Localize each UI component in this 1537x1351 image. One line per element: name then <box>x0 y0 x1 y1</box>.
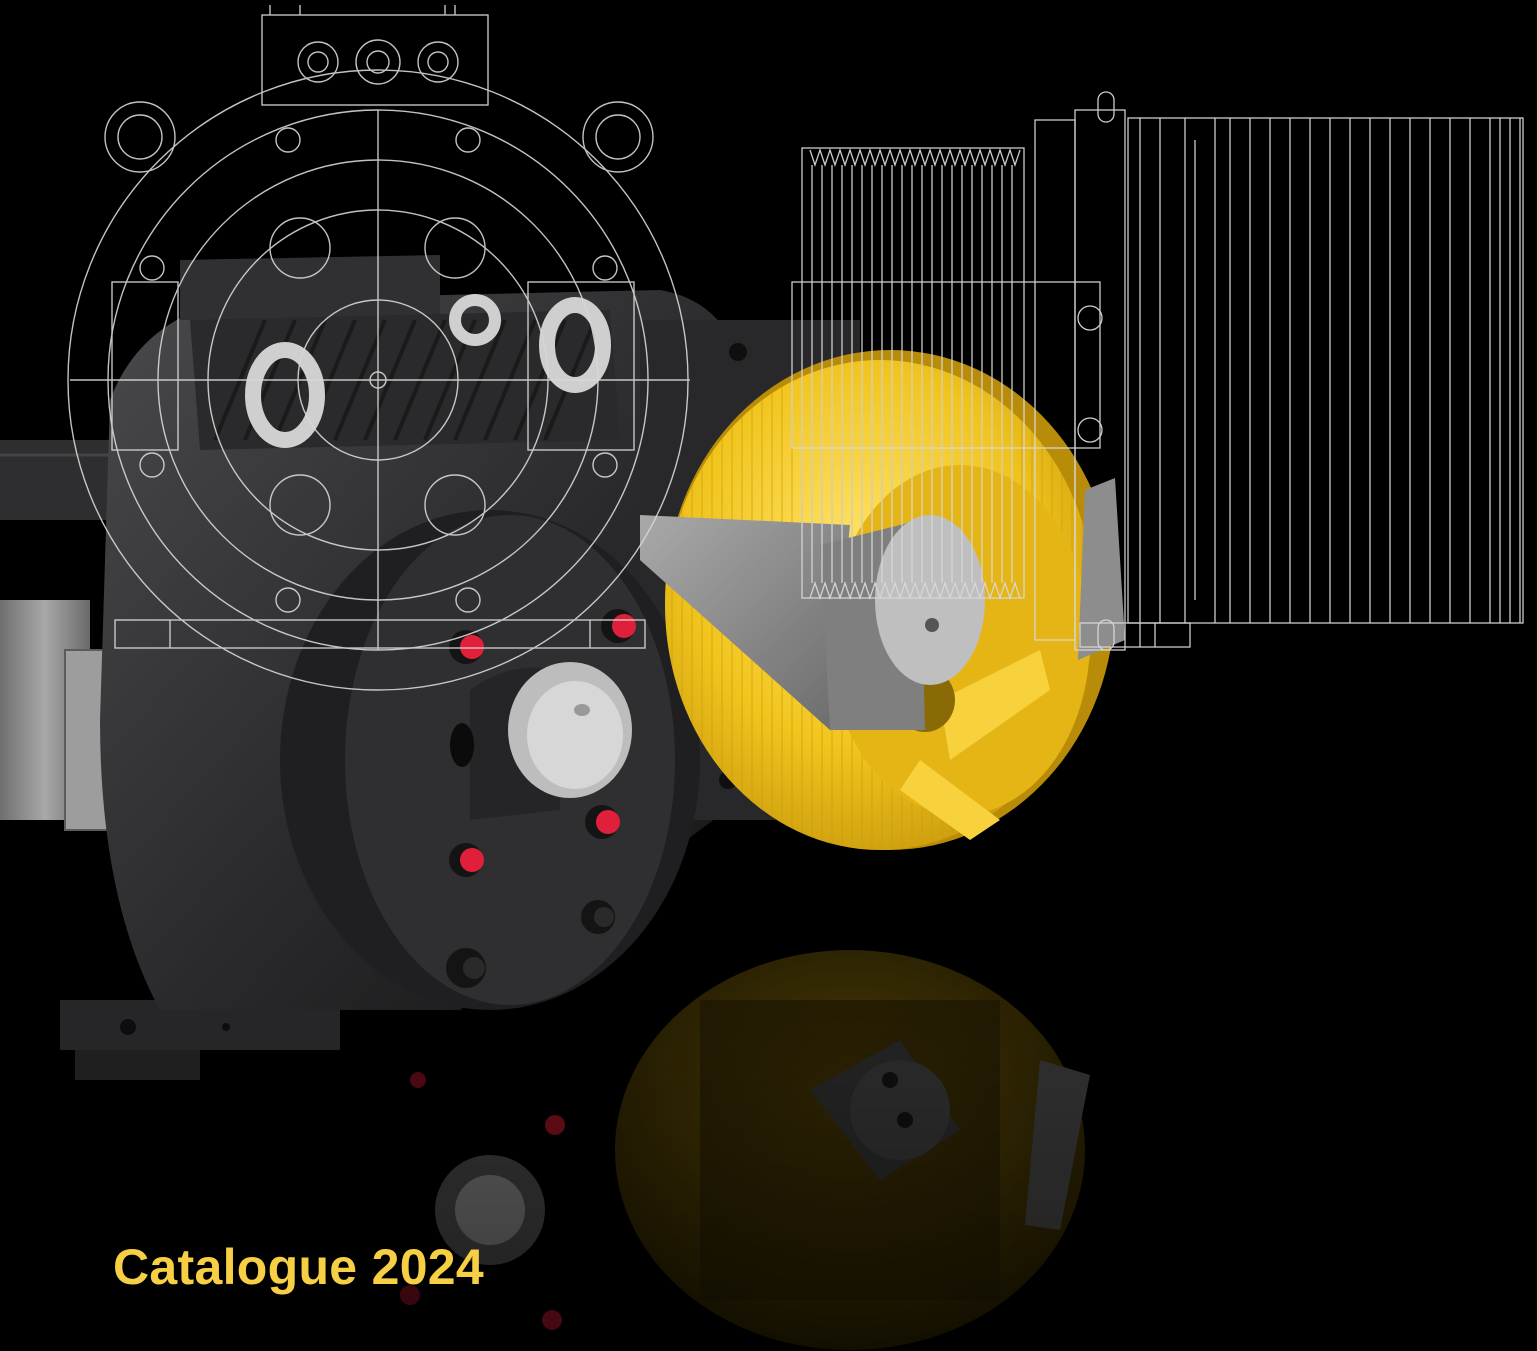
front-disc <box>280 510 700 1010</box>
blueprint-front-view <box>67 5 690 691</box>
red-connectors <box>446 609 636 988</box>
floor-reflection <box>0 950 1537 1351</box>
blueprint-side-view <box>791 91 1524 651</box>
catalogue-title: Catalogue 2024 <box>113 1239 485 1295</box>
lifting-eyes <box>245 294 611 448</box>
